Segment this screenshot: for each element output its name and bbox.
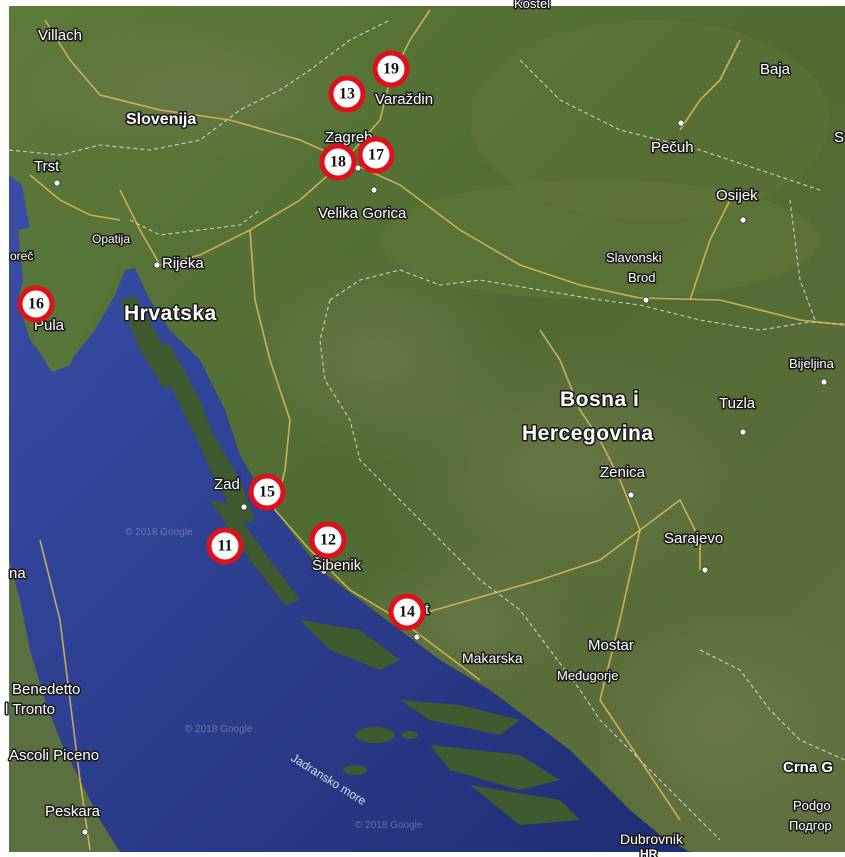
marker-19-label: 19 xyxy=(383,61,399,78)
city-label-pecuh: Pečuh xyxy=(651,139,694,156)
city-label-trst: Trst xyxy=(34,158,60,175)
city-label-baja: Baja xyxy=(760,61,791,78)
marker-19[interactable]: 19 xyxy=(372,50,410,88)
marker-15[interactable]: 15 xyxy=(248,473,286,511)
city-label-varazdin: Varaždin xyxy=(375,91,433,108)
watermarks: © 2018 Google © 2018 Google © 2018 Googl… xyxy=(125,527,423,831)
marker-11[interactable]: 11 xyxy=(206,527,244,565)
country-label-hrvatska: Hrvatska xyxy=(124,302,217,325)
city-label-osijek: Osijek xyxy=(716,187,758,204)
watermark-google-1: © 2018 Google xyxy=(125,527,193,538)
watermark-google-2: © 2018 Google xyxy=(185,724,253,735)
city-label-benedetto: Benedetto xyxy=(12,681,80,698)
city-label-ascoli: Ascoli Piceno xyxy=(9,747,99,764)
city-label-peskara: Peskara xyxy=(45,803,101,820)
city-label-rijeka: Rijeka xyxy=(162,255,204,272)
marker-16[interactable]: 16 xyxy=(17,285,55,323)
marker-13[interactable]: 13 xyxy=(328,75,366,113)
marker-13-label: 13 xyxy=(339,86,355,103)
marker-18-label: 18 xyxy=(330,154,346,171)
city-label-villach: Villach xyxy=(38,27,82,44)
country-label-bosna-1: Bosna i xyxy=(560,388,639,411)
istria xyxy=(18,222,120,372)
marker-18[interactable]: 18 xyxy=(319,143,357,181)
marker-14-label: 14 xyxy=(399,604,415,621)
city-label-velika-gorica: Velika Gorica xyxy=(318,205,407,222)
marker-15-label: 15 xyxy=(259,484,275,501)
city-label-na: na xyxy=(9,565,26,582)
adriatic-sea xyxy=(9,175,690,852)
city-label-slavonski: Slavonski xyxy=(606,250,662,265)
markers[interactable]: 11 12 13 14 15 16 17 18 xyxy=(17,50,426,631)
city-label-zenica: Zenica xyxy=(600,464,646,481)
marker-17[interactable]: 17 xyxy=(357,136,395,174)
city-label-bijeljina: Bijeljina xyxy=(789,356,835,371)
city-label-mostar: Mostar xyxy=(588,637,634,654)
city-label-porec: oreč xyxy=(10,249,33,263)
city-label-zagreb: Zagreb xyxy=(325,129,373,146)
city-label-podgorica-cyr: Подгор xyxy=(789,818,832,833)
city-labels: Villach Slovenija Trst Opatija Rijeka or… xyxy=(4,0,845,857)
city-label-sibenik: Šibenik xyxy=(312,557,362,574)
city-label-zadar: Zad xyxy=(214,476,240,493)
italy-coast xyxy=(9,560,120,852)
city-label-opatija: Opatija xyxy=(92,232,130,246)
city-label-brod: Brod xyxy=(628,270,655,285)
city-label-kostel: Kostel xyxy=(514,0,550,11)
city-label-medugorje: Međugorje xyxy=(557,668,618,683)
country-borders xyxy=(8,19,845,841)
city-label-tronto: l Tronto xyxy=(5,701,55,718)
label-hr: HR xyxy=(640,847,658,857)
city-label-dubrovnik: Dubrovnik xyxy=(620,831,684,847)
city-label-sarajevo: Sarajevo xyxy=(664,530,723,547)
city-label-slovenija: Slovenija xyxy=(126,111,196,128)
marker-16-label: 16 xyxy=(28,296,44,313)
city-label-makarska: Makarska xyxy=(462,650,523,666)
city-label-s-edge: S xyxy=(834,129,844,146)
marker-14[interactable]: 14 xyxy=(388,593,426,631)
islands xyxy=(120,295,580,825)
marker-12[interactable]: 12 xyxy=(309,521,347,559)
city-label-tuzla: Tuzla xyxy=(719,395,756,412)
city-label-podgorica: Podgo xyxy=(793,798,831,813)
city-label-split: t xyxy=(425,601,430,618)
marker-11-label: 11 xyxy=(217,538,232,555)
country-label-bosna-2: Hercegovina xyxy=(522,422,654,445)
watermark-google-3: © 2018 Google xyxy=(355,820,423,831)
city-label-crna-gora: Crna G xyxy=(783,759,833,776)
marker-17-label: 17 xyxy=(368,147,384,164)
marker-12-label: 12 xyxy=(320,532,336,549)
